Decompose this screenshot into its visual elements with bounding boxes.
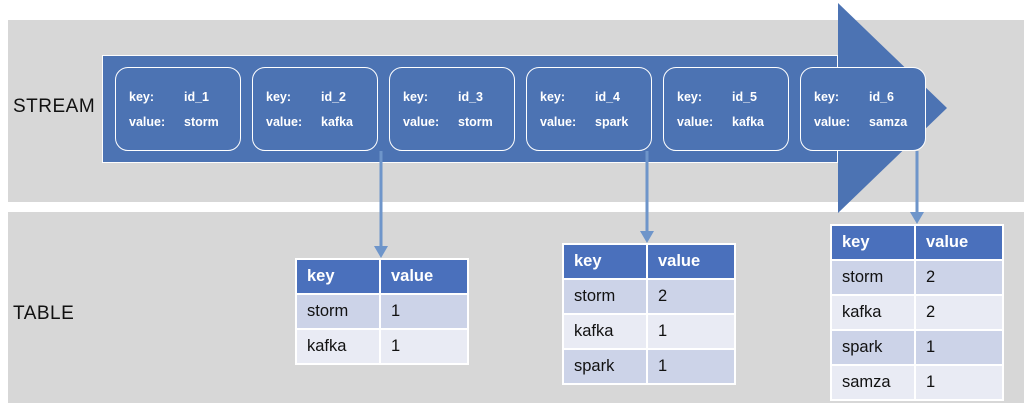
record-value-value: spark [595,115,629,129]
table-header-row: key value [562,243,736,280]
record-key-label: key: [403,90,429,104]
table-header-key: key [562,243,648,280]
table-cell-key: storm [562,278,648,315]
table-row: storm 1 [295,293,469,330]
table-header-key: key [295,258,381,295]
record-key-value: id_4 [595,90,621,104]
table-cell-value: 1 [379,293,469,330]
record-value-line: value: kafka [266,110,377,135]
arrow-down-icon [640,231,654,243]
stream-section-label: STREAM [13,96,96,117]
record-value-value: storm [184,115,219,129]
table-cell-value: 1 [646,348,736,385]
table-row: storm 2 [830,259,1004,296]
record-value-line: value: spark [540,110,651,135]
record-key-line: key: id_5 [677,85,788,110]
record-key-line: key: id_3 [403,85,514,110]
table-cell-key: kafka [562,313,648,350]
table-header-value: value [914,224,1004,261]
table-cell-value: 1 [379,328,469,365]
record-value-label: value: [814,115,851,129]
record-key-label: key: [540,90,566,104]
table-header-row: key value [830,224,1004,261]
table-row: storm 2 [562,278,736,315]
connector-arrow-1 [374,151,388,258]
connector-arrow-3 [910,151,924,224]
table-cell-value: 2 [914,259,1004,296]
table-cell-value: 2 [914,294,1004,331]
table-row: kafka 1 [295,328,469,365]
record-key-label: key: [266,90,292,104]
connector-stem [915,151,919,212]
record-value-line: value: storm [129,110,240,135]
record-key-label: key: [677,90,703,104]
table-cell-key: storm [830,259,916,296]
table-cell-value: 1 [914,364,1004,401]
table-header-value: value [646,243,736,280]
table-cell-value: 1 [646,313,736,350]
record-value-label: value: [266,115,303,129]
stream-record-6: key: id_6 value: samza [800,67,926,151]
record-key-label: key: [129,90,155,104]
stream-record-1: key: id_1 value: storm [115,67,241,151]
arrow-down-icon [374,246,388,258]
table-row: kafka 1 [562,313,736,350]
record-value-line: value: storm [403,110,514,135]
table-cell-value: 2 [646,278,736,315]
table-row: kafka 2 [830,294,1004,331]
record-value-label: value: [129,115,166,129]
record-value-line: value: kafka [677,110,788,135]
record-key-value: id_3 [458,90,484,104]
table-cell-key: kafka [295,328,381,365]
record-value-label: value: [540,115,577,129]
table-header-value: value [379,258,469,295]
table-cell-key: spark [562,348,648,385]
stream-record-3: key: id_3 value: storm [389,67,515,151]
state-table-2: key value storm 2 kafka 1 spark 1 [562,243,736,385]
table-header-row: key value [295,258,469,295]
record-value-label: value: [677,115,714,129]
connector-arrow-2 [640,151,654,243]
table-cell-value: 1 [914,329,1004,366]
table-section-label: TABLE [13,303,75,324]
stream-record-2: key: id_2 value: kafka [252,67,378,151]
record-key-line: key: id_6 [814,85,925,110]
record-value-line: value: samza [814,110,925,135]
table-cell-key: storm [295,293,381,330]
record-key-value: id_6 [869,90,895,104]
table-row: spark 1 [830,329,1004,366]
arrow-down-icon [910,212,924,224]
connector-stem [379,151,383,246]
record-value-value: kafka [321,115,353,129]
connector-stem [645,151,649,231]
record-key-line: key: id_1 [129,85,240,110]
record-value-label: value: [403,115,440,129]
table-row: samza 1 [830,364,1004,401]
record-key-value: id_2 [321,90,347,104]
table-cell-key: spark [830,329,916,366]
record-value-value: samza [869,115,908,129]
record-key-value: id_5 [732,90,758,104]
record-value-value: storm [458,115,493,129]
table-cell-key: samza [830,364,916,401]
table-header-key: key [830,224,916,261]
stream-record-5: key: id_5 value: kafka [663,67,789,151]
table-cell-key: kafka [830,294,916,331]
record-value-value: kafka [732,115,764,129]
record-key-line: key: id_4 [540,85,651,110]
state-table-1: key value storm 1 kafka 1 [295,258,469,365]
record-key-line: key: id_2 [266,85,377,110]
record-key-label: key: [814,90,840,104]
stream-record-4: key: id_4 value: spark [526,67,652,151]
table-row: spark 1 [562,348,736,385]
record-key-value: id_1 [184,90,210,104]
state-table-3: key value storm 2 kafka 2 spark 1 samza … [830,224,1004,401]
